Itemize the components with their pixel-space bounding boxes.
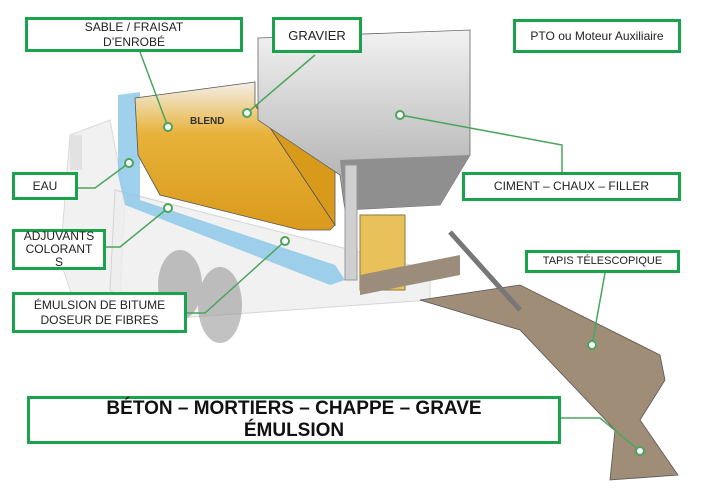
label-sable: SABLE / FRAISAT D’ENROBÉ [25,17,243,52]
label-eau: EAU [12,172,78,200]
callout-dots [124,108,645,456]
sand-hopper-shape [134,81,336,231]
label-ciment: CIMENT – CHAUX – FILLER [462,172,681,201]
label-output-products: BÉTON – MORTIERS – CHAPPE – GRAVE ÉMULSI… [27,396,561,444]
label-pto: PTO ou Moteur Auxiliaire [513,19,681,53]
label-adjuvants: ADJUVANTS COLORANT S [12,229,106,270]
brand-logo: BLEND [190,116,224,127]
label-tapis: TAPIS TÉLESCOPIQUE [525,250,680,273]
label-emulsion: ÉMULSION DE BITUME DOSEUR DE FIBRES [12,292,187,333]
water-tank-shape [118,92,345,285]
label-gravier: GRAVIER [272,17,362,53]
telescopic-belt-shape [419,284,679,481]
leader-lines [78,51,641,452]
